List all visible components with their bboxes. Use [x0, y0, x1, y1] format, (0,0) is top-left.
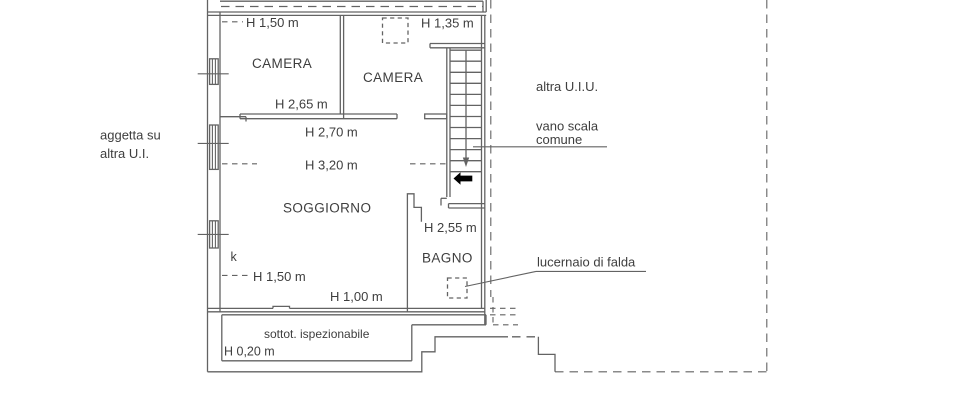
wall-continuation-dashes [490, 297, 518, 326]
label-aggetta-line1: aggetta su [100, 128, 161, 143]
height-reference-lines [222, 21, 447, 276]
window-symbols [197, 58, 229, 249]
label-h100: H 1,00 m [330, 289, 383, 304]
label-h270: H 2,70 m [305, 125, 358, 140]
skylight-bagno-icon [446, 277, 468, 299]
right-wall [480, 15, 486, 325]
bottom-wall [207, 305, 485, 313]
leader-lines [464, 146, 646, 288]
label-sottotetto: sottot. ispezionabile [264, 327, 370, 341]
label-camera-right: CAMERA [363, 70, 423, 85]
label-h150-top: H 1,50 m [246, 15, 299, 30]
label-vano-scala-line1: vano scala [536, 119, 599, 134]
label-h135: H 1,35 m [421, 16, 474, 31]
label-soggiorno: SOGGIORNO [283, 201, 371, 216]
label-altra-uiu: altra U.I.U. [536, 79, 598, 94]
label-lucernaio: lucernaio di falda [537, 255, 636, 270]
skylights [381, 17, 468, 299]
label-h255: H 2,55 m [424, 220, 477, 235]
label-h150-bottom: H 1,50 m [253, 269, 306, 284]
label-h320: H 3,20 m [305, 158, 358, 173]
label-camera-left: CAMERA [252, 56, 312, 71]
top-structure [207, 0, 487, 17]
label-vano-scala-line2: comune [536, 132, 582, 147]
outer-boundary [206, 0, 556, 373]
label-h265: H 2,65 m [275, 97, 328, 112]
dashed-boundary [490, 0, 768, 373]
stair-direction-arrow-icon [453, 172, 473, 185]
camera-walls [220, 15, 448, 122]
text-labels: H 1,50 m H 1,35 m CAMERA CAMERA H 2,65 m… [100, 15, 636, 359]
label-k: k [231, 250, 238, 264]
stair-down-arrow-icon [462, 157, 470, 167]
label-h020: H 0,20 m [224, 345, 275, 359]
skylight-camera-icon [381, 17, 409, 44]
staircase [429, 42, 485, 209]
sottotetto-strip [221, 314, 487, 362]
bagno-walls [406, 193, 423, 312]
label-aggetta-line2: altra U.I. [100, 146, 149, 161]
label-bagno: BAGNO [422, 251, 473, 266]
